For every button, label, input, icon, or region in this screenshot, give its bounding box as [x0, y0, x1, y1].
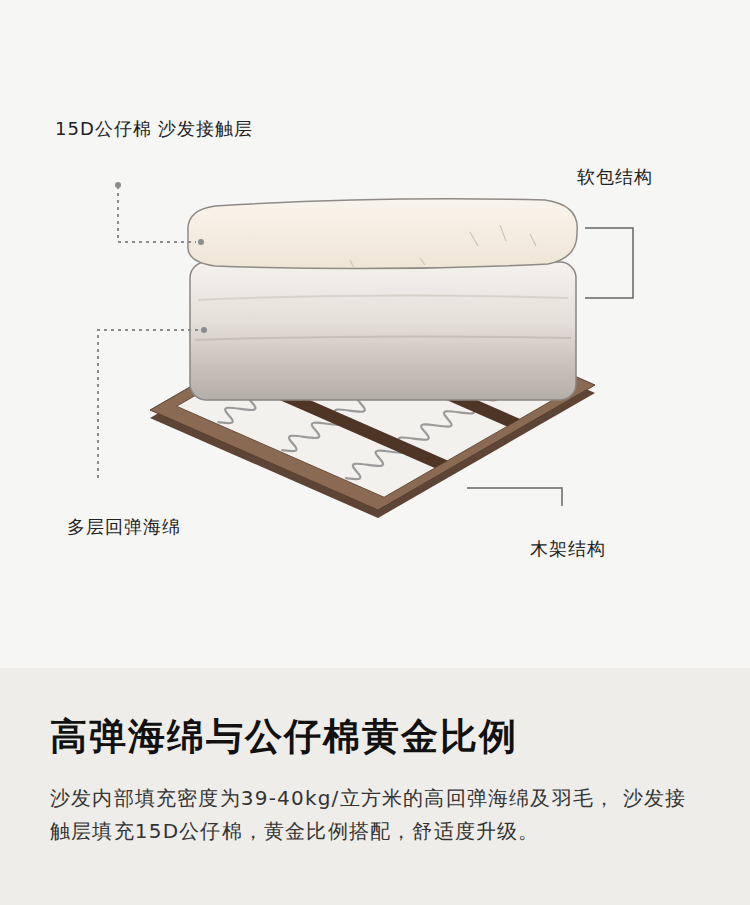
part-label: 木架结构	[530, 538, 606, 560]
part-label: 15D公仔棉 沙发接触层	[55, 118, 254, 140]
heading: 高弹海绵与公仔棉黄金比例	[50, 715, 518, 759]
upper-ground	[0, 0, 750, 668]
cushion-layer	[188, 199, 577, 269]
foam-block	[190, 262, 576, 400]
leader-lines	[98, 186, 200, 478]
part-label: 软包结构	[577, 166, 653, 188]
caption: 沙发内部填充密度为39-40kg/立方米的高回弹海绵及羽毛， 沙发接触层填充15…	[50, 782, 690, 848]
lower-band	[0, 668, 750, 905]
brackets	[467, 228, 633, 506]
part-label: 多层回弹海绵	[67, 516, 181, 538]
leader-dots	[115, 182, 207, 333]
